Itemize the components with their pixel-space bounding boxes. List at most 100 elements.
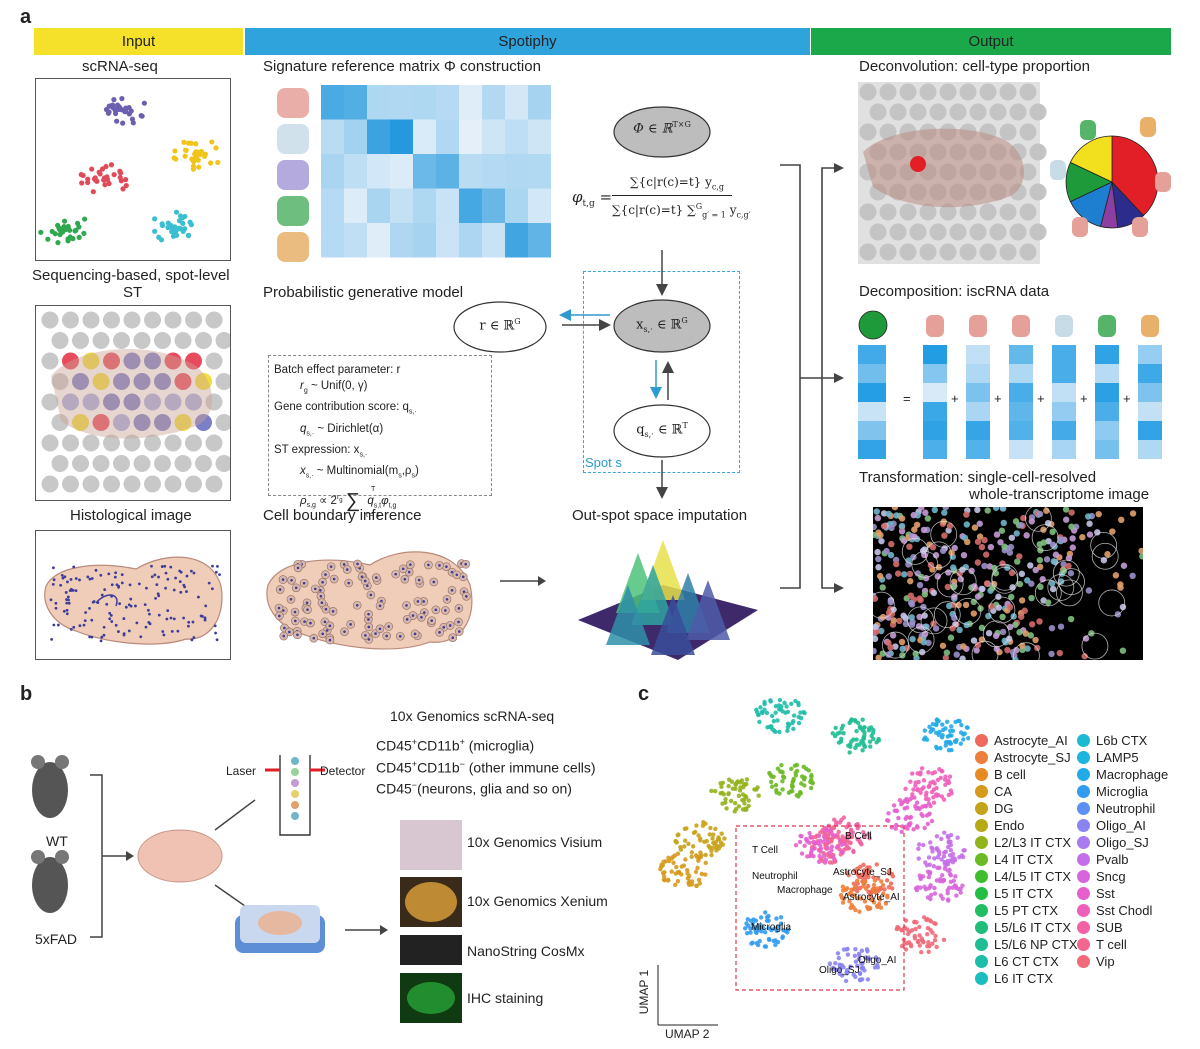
cell-droplet [291, 757, 299, 765]
umap-point [939, 836, 944, 842]
umap-point [939, 768, 944, 774]
cell-dot [1062, 507, 1070, 513]
umap-point [935, 855, 941, 860]
umap-point [836, 955, 842, 961]
st-spot [164, 311, 182, 329]
legend-swatch [1077, 819, 1090, 832]
umap-point [899, 802, 904, 807]
nucleus-dot [137, 582, 141, 586]
cell-dot [179, 215, 185, 221]
deconvolution-image [858, 82, 1171, 264]
gene-block [1138, 345, 1162, 364]
nucleus-dot [417, 578, 421, 582]
st-spot [174, 414, 192, 431]
cell-dot [1023, 532, 1030, 539]
nucleus-dot [65, 608, 69, 612]
cell-type-icon [1155, 172, 1171, 192]
nucleus-dot [332, 577, 336, 581]
nucleus-dot [401, 567, 405, 571]
cell-dot [1013, 530, 1020, 537]
st-spot-image [41, 311, 233, 493]
umap-point [766, 918, 771, 923]
cell-dot [1016, 580, 1024, 588]
cell-dot [213, 145, 219, 151]
cell-dot [911, 533, 918, 541]
cell-dot [188, 222, 194, 228]
cell-dot [983, 580, 991, 587]
umap-point [913, 926, 918, 932]
heatmap-cell [413, 154, 436, 189]
cell-dot [887, 551, 895, 559]
cell-dot [974, 641, 982, 649]
nucleus-dot [347, 581, 350, 585]
umap-point [770, 726, 775, 732]
nucleus-dot [52, 578, 56, 582]
cell-dot [111, 172, 117, 178]
umap-point [777, 791, 782, 796]
nucleus-dot [324, 573, 327, 576]
cell-dot [873, 647, 877, 655]
umap-point [744, 931, 750, 936]
umap-point [945, 858, 950, 864]
umap-point [896, 925, 901, 931]
imputation-3d-surface [578, 540, 758, 660]
umap-point [917, 806, 922, 812]
umap-point [776, 703, 782, 708]
nucleus-dot [312, 636, 316, 640]
umap-cluster-label: Astrocyte_AI [843, 892, 900, 903]
cell-dot [920, 526, 928, 534]
legend-label: L4 IT CTX [994, 852, 1054, 867]
spot [979, 203, 997, 221]
cell-dot [201, 153, 208, 159]
legend-item: Sncg [1077, 868, 1168, 885]
nucleus-dot [356, 562, 359, 566]
legend-item: L2/L3 IT CTX [975, 834, 1078, 851]
umap-point [703, 852, 708, 858]
cell-dot [1032, 636, 1039, 644]
legend-item: Macrophage [1077, 766, 1168, 783]
gene-block [1052, 421, 1076, 440]
cell-droplet [291, 779, 299, 787]
umap-point [694, 853, 699, 858]
umap-point [852, 884, 858, 890]
umap-point [865, 956, 871, 961]
nucleus-dot [179, 570, 183, 574]
nucleus-dot [54, 606, 58, 610]
umap-point [867, 865, 872, 870]
cell-dot [888, 524, 895, 532]
cell-dot [946, 602, 953, 610]
umap-point [934, 878, 940, 883]
gene-block [858, 364, 886, 383]
umap-point [694, 823, 699, 828]
cell-dot [181, 139, 187, 145]
umap-point [830, 731, 835, 736]
umap-point [798, 710, 803, 715]
umap-point [917, 924, 922, 930]
st-spot [215, 373, 233, 390]
umap-point [852, 868, 857, 873]
umap-point [947, 853, 953, 858]
spot [899, 203, 917, 221]
umap-point [928, 927, 933, 933]
umap-point [740, 792, 746, 797]
cell-dot [1065, 554, 1073, 562]
umap-point [934, 717, 940, 723]
cell-dot [173, 209, 180, 215]
nucleus-dot [169, 616, 173, 620]
umap-point [780, 779, 785, 784]
umap-point [808, 835, 813, 840]
umap-point [851, 892, 856, 898]
cell-dot [185, 232, 192, 238]
nucleus-dot [197, 595, 200, 599]
nucleus-dot [218, 573, 221, 576]
cell-dot [974, 538, 982, 545]
mouse-ear [55, 850, 69, 864]
nucleus-dot [190, 569, 193, 573]
decomp-op: + [1123, 391, 1131, 406]
cell-dot [981, 562, 988, 570]
nucleus-dot [405, 618, 409, 621]
tissue-section [258, 911, 302, 935]
spot-ring [1090, 531, 1118, 559]
cell-dot [103, 163, 109, 170]
nucleus-dot [163, 564, 167, 568]
